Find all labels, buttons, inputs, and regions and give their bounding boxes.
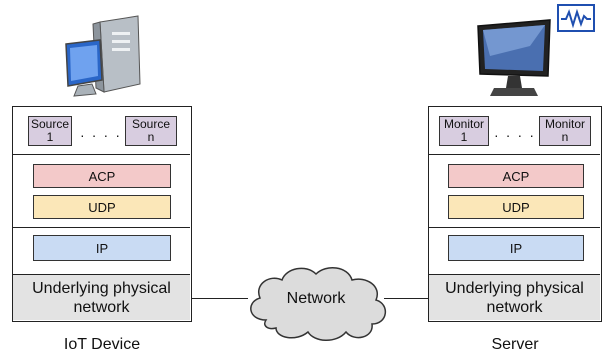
server-caption: Server bbox=[491, 336, 539, 353]
monitor-ellipsis: . . . . bbox=[494, 124, 536, 140]
waveform-icon bbox=[557, 4, 595, 32]
iot-device-caption: IoT Device bbox=[63, 336, 141, 353]
layer-divider bbox=[13, 227, 190, 228]
right-network-link bbox=[384, 298, 428, 299]
udp-layer-box: UDP bbox=[33, 195, 171, 219]
acp-layer-box: ACP bbox=[33, 164, 171, 188]
cloud-icon bbox=[250, 267, 386, 341]
udp-layer-box: UDP bbox=[448, 195, 584, 219]
layer-divider bbox=[429, 154, 600, 155]
left-network-link bbox=[192, 298, 248, 299]
acp-layer-box: ACP bbox=[448, 164, 584, 188]
network-label: Network bbox=[286, 290, 346, 307]
ip-layer-box: IP bbox=[33, 235, 171, 261]
monitor-display-icon bbox=[477, 19, 551, 96]
ip-layer-box: IP bbox=[448, 235, 584, 261]
source-ellipsis: . . . . bbox=[80, 124, 122, 140]
layer-divider bbox=[13, 154, 190, 155]
layer-divider bbox=[429, 227, 600, 228]
desktop-computer-icon bbox=[65, 15, 141, 97]
